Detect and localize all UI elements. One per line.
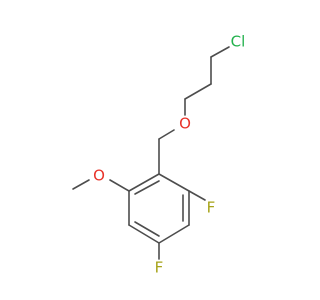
- fluorine-upper-label: F: [207, 199, 216, 217]
- ether-oxygen-label: O: [179, 115, 191, 133]
- ring-bond-1: [158, 173, 190, 192]
- bond-oxygen-c4: [158, 129, 175, 140]
- ring-bond-4-inner: [134, 221, 160, 237]
- bond-cl-c1: [210, 46, 230, 58]
- ring-bond-3: [158, 224, 190, 244]
- ring-bond-6: [128, 173, 160, 192]
- ring-bond-4: [128, 224, 160, 244]
- bond-ring-fluorine-upper: [188, 190, 206, 201]
- chlorine-label: Cl: [231, 33, 246, 51]
- methoxy-oxygen-label: O: [93, 167, 105, 185]
- molecule-structure: Cl O O F F: [0, 0, 300, 300]
- bond-methoxy-oxygen-methyl: [72, 179, 90, 190]
- bond-c2-c3: [184, 83, 212, 100]
- ring-bond-6-inner: [134, 180, 160, 195]
- fluorine-lower-label: F: [155, 259, 164, 277]
- background: [0, 0, 300, 300]
- bond-ring-methoxy-oxygen: [109, 179, 130, 192]
